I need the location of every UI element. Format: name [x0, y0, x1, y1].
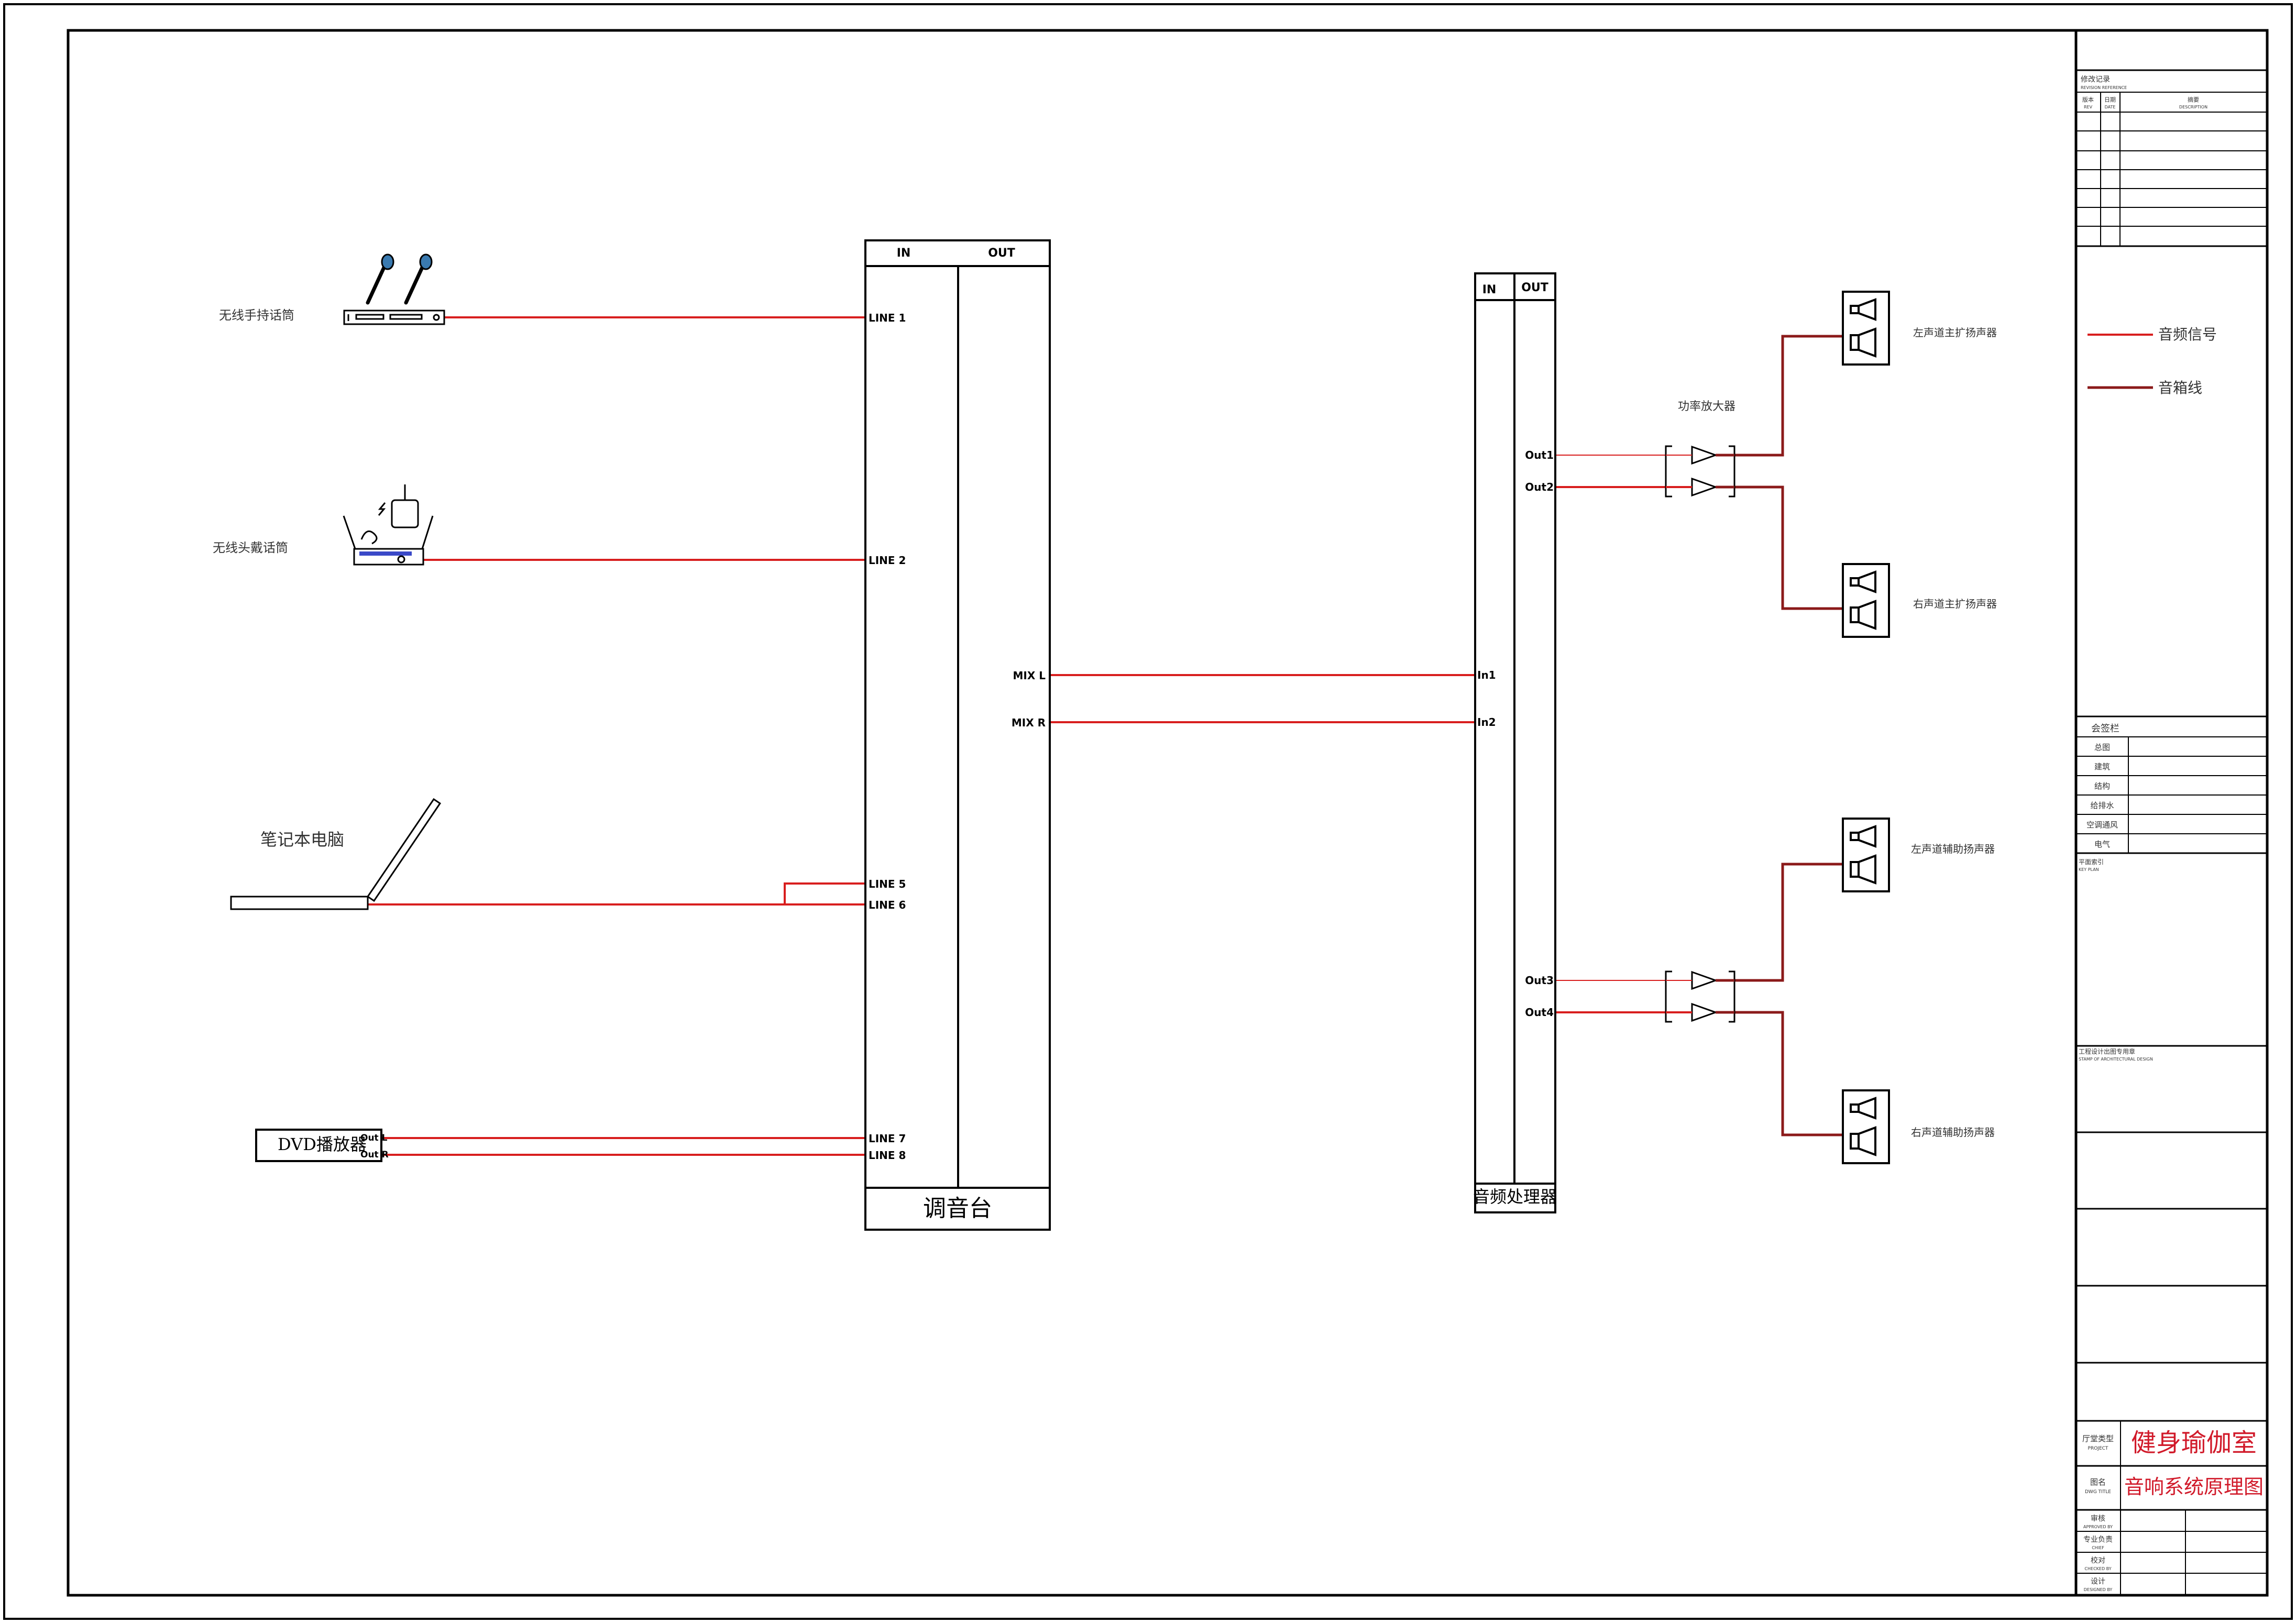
mixer-mixl-label: MIX L [1013, 669, 1046, 682]
wireless-handheld-mic-label: 无线手持话筒 [219, 308, 294, 323]
inner-border [67, 29, 2269, 1597]
mixer-line2-label: LINE 2 [869, 554, 906, 567]
legend-speaker-cable-label: 音箱线 [2158, 379, 2202, 396]
title-block-text: 修改记录 REVISION REFERENCE 版本 REV 日期 DATE 摘… [2079, 75, 2264, 1592]
amplifier-label: 功率放大器 [1678, 400, 1735, 413]
dvd-player-box [255, 1129, 382, 1162]
desc-col: 摘要 [2188, 96, 2199, 103]
drawing-name: 音响系统原理图 [2124, 1475, 2264, 1498]
right-aux-speaker-cable [1734, 1011, 1843, 1136]
dvd-player-label: DVD播放器 [278, 1134, 367, 1154]
speaker-left-main-icon [1842, 291, 1890, 366]
left-main-speaker-cable [1734, 335, 1843, 457]
mixer: IN OUT LINE 1 LINE 2 LINE 5 LINE 6 LINE … [864, 239, 1051, 1231]
key-plan-label: 平面索引 [2079, 858, 2104, 866]
rev-col-en: REV [2084, 105, 2093, 109]
checked-label-en: CHECKED BY [2084, 1566, 2111, 1571]
dvd-out-l-label: Out L [360, 1133, 388, 1143]
project-name: 健身瑜伽室 [2131, 1428, 2257, 1458]
rev-col: 版本 [2082, 96, 2094, 103]
revision-title-en: REVISION REFERENCE [2081, 85, 2127, 90]
processor-out4-label: Out4 [1525, 1006, 1554, 1019]
key-plan-label-en: KEY PLAN [2079, 867, 2099, 872]
processor-name: 音频处理器 [1473, 1187, 1557, 1207]
revision-title: 修改记录 [2081, 75, 2110, 84]
speaker-left-aux-label: 左声道辅助扬声器 [1911, 843, 1995, 855]
date-col: 日期 [2104, 96, 2116, 103]
outer-border [3, 3, 2293, 1620]
speaker-left-aux-icon [1842, 818, 1890, 892]
speaker-lines [1734, 335, 1843, 1136]
legend-audio-signal-label: 音频信号 [2158, 326, 2217, 343]
amplifier-upper-icon [1665, 445, 1735, 498]
title-block [2074, 30, 2267, 1595]
designed-label-en: DESIGNED BY [2084, 1587, 2113, 1592]
left-aux-speaker-cable [1734, 863, 1843, 982]
chief-label-en: CHIEF [2092, 1545, 2104, 1550]
project-label-en: PROJECT [2088, 1446, 2108, 1451]
line5-cable [784, 882, 865, 904]
dvd-out-r-label: Out R [360, 1150, 389, 1160]
cosign-row: 结构 [2094, 781, 2110, 791]
mixer-line1-label: LINE 1 [869, 312, 906, 324]
processor-out1-label: Out1 [1525, 449, 1554, 461]
processor-out-label: OUT [1521, 281, 1548, 294]
mixer-line7-label: LINE 7 [869, 1132, 906, 1145]
processor-in1-label: In1 [1477, 669, 1496, 681]
wireless-headset-mic-label: 无线头戴话筒 [213, 540, 288, 555]
speaker-right-aux-icon [1842, 1089, 1890, 1164]
speaker-right-main-label: 右声道主扩扬声器 [1913, 598, 1997, 610]
drawing-label-en: DWG TITLE [2085, 1489, 2111, 1495]
audio-processor: IN OUT In1 In2 Out1 Out2 Out3 Out4 音频处理器 [1473, 272, 1557, 1213]
approved-label-en: APPROVED BY [2083, 1525, 2113, 1529]
amplifier-lower-icon [1665, 970, 1735, 1023]
speaker-left-main-label: 左声道主扩扬声器 [1913, 326, 1997, 339]
wireless-handheld-mic-icon [343, 253, 445, 325]
mixer-name: 调音台 [923, 1195, 992, 1222]
legend: 音频信号 音箱线 [2088, 326, 2217, 396]
cosign-row: 建筑 [2094, 762, 2110, 771]
date-col-en: DATE [2105, 105, 2116, 109]
laptop-icon [230, 798, 442, 910]
mixer-in-label: IN [897, 247, 911, 260]
drawing-label: 图名 [2090, 1477, 2106, 1487]
cosign-row: 空调通风 [2086, 820, 2118, 830]
processor-out2-label: Out2 [1525, 481, 1554, 493]
right-main-speaker-cable [1734, 485, 1843, 610]
mixer-out-label: OUT [988, 247, 1015, 260]
mixer-line5-label: LINE 5 [869, 878, 906, 890]
wireless-headset-mic-icon [343, 484, 434, 566]
processor-out3-label: Out3 [1525, 974, 1554, 987]
cosign-title: 会签栏 [2091, 723, 2119, 734]
designed-label: 设计 [2091, 1577, 2105, 1586]
checked-label: 校对 [2091, 1556, 2105, 1565]
mixer-line6-label: LINE 6 [869, 899, 906, 911]
cosign-row: 总图 [2094, 743, 2110, 752]
desc-col-en: DESCRIPTION [2179, 105, 2207, 109]
speaker-right-aux-label: 右声道辅助扬声器 [1911, 1126, 1995, 1139]
mixer-line8-label: LINE 8 [869, 1149, 906, 1162]
project-label: 厅堂类型 [2082, 1434, 2114, 1443]
cosign-row: 给排水 [2090, 801, 2114, 810]
speaker-right-main-icon [1842, 563, 1890, 638]
signal-lines [368, 316, 1666, 1156]
stamp-label-en: STAMP OF ARCHITECTURAL DESIGN [2079, 1057, 2153, 1062]
chief-label: 专业负责 [2083, 1536, 2113, 1544]
stamp-label: 工程设计出图专用章 [2079, 1047, 2135, 1055]
processor-in-label: IN [1482, 283, 1497, 296]
processor-in2-label: In2 [1477, 716, 1496, 728]
laptop-label: 笔记本电脑 [260, 830, 344, 849]
dvd-player: DVD播放器 Out L Out R [255, 1129, 389, 1162]
approved-label: 审核 [2091, 1515, 2105, 1523]
cosign-row: 电气 [2094, 840, 2110, 849]
mixer-mixr-label: MIX R [1012, 716, 1046, 729]
